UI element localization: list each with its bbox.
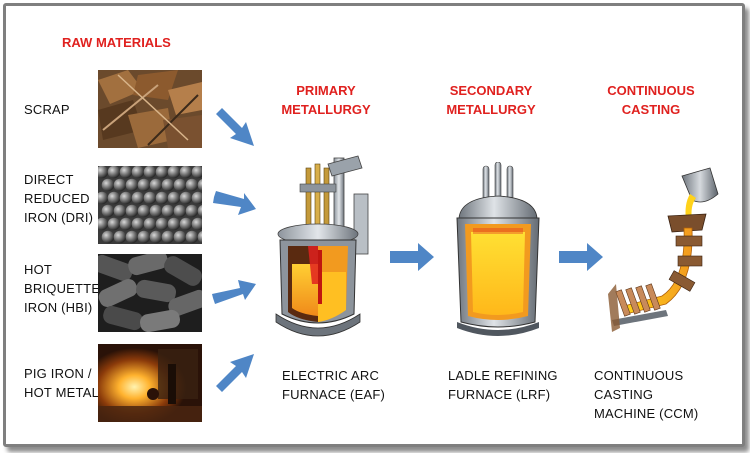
- hbi-briquettes-photo: [98, 254, 202, 332]
- diagram-frame: RAW MATERIALS PRIMARY METALLURGY SECONDA…: [3, 3, 745, 447]
- material-label-scrap: SCRAP: [24, 102, 70, 117]
- arrow-hbi-to-eaf: [212, 280, 256, 304]
- continuous-casting-machine-illustration: [608, 167, 719, 332]
- scrap-photo: [98, 70, 202, 148]
- arrow-pig-iron-to-eaf: [216, 354, 254, 392]
- electric-arc-furnace-illustration: [275, 155, 369, 337]
- ladle-refining-furnace-illustration: [456, 162, 540, 336]
- dri-pellets-photo: [98, 166, 202, 244]
- material-label-dri: DIRECT REDUCED IRON (DRI): [24, 172, 94, 225]
- header-secondary-metallurgy: SECONDARY METALLURGY: [446, 83, 536, 117]
- arrow-scrap-to-eaf: [216, 108, 254, 146]
- pig-iron-hot-metal-photo: [98, 344, 202, 422]
- header-primary-metallurgy: PRIMARY METALLURGY: [281, 83, 371, 117]
- arrow-lrf-to-ccm: [559, 243, 603, 271]
- label-lrf: LADLE REFINING FURNACE (LRF): [448, 368, 558, 402]
- label-eaf: ELECTRIC ARC FURNACE (EAF): [282, 368, 385, 402]
- header-raw-materials: RAW MATERIALS: [62, 35, 171, 50]
- material-label-hbi: HOT BRIQUETTED IRON (HBI): [24, 262, 110, 315]
- material-label-pig-iron: PIG IRON / HOT METAL: [24, 366, 99, 400]
- header-continuous-casting: CONTINUOUS CASTING: [607, 83, 695, 117]
- arrow-eaf-to-lrf: [390, 243, 434, 271]
- arrow-dri-to-eaf: [213, 191, 256, 215]
- label-ccm: CONTINUOUS CASTING MACHINE (CCM): [594, 368, 699, 421]
